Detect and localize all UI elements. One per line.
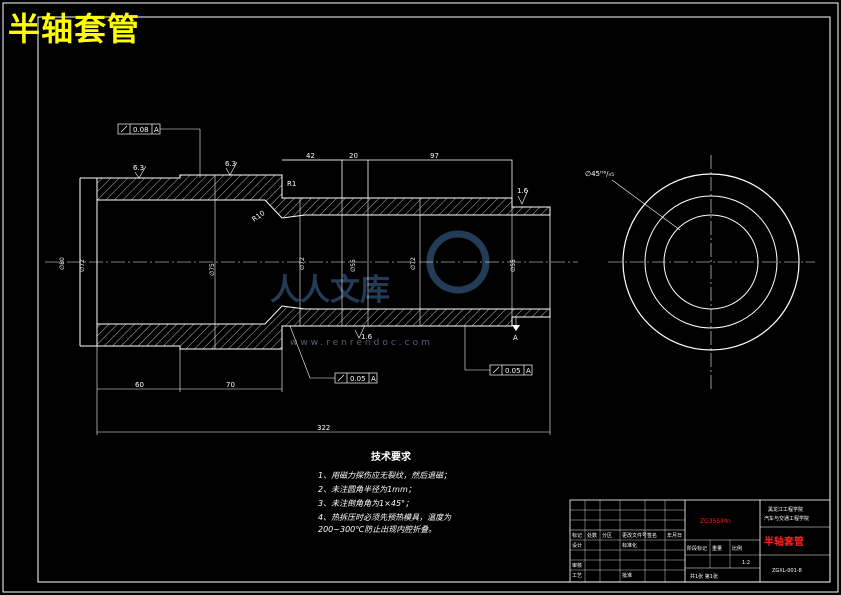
drawing-title: 半轴套管 xyxy=(8,10,141,48)
tb-label-mark: 标记 xyxy=(572,532,582,539)
tb-label-design: 设计 xyxy=(572,542,582,549)
dim-overall: 322 xyxy=(317,424,330,432)
tb-scale: 1:2 xyxy=(742,560,750,566)
tol-bl-datum: A xyxy=(371,375,376,383)
end-view: ∅45ᴴ⁶/ₙ₅ xyxy=(585,155,815,390)
tol-bl-value: 0.05 xyxy=(350,375,366,383)
tech-item-1: 1、用磁力探伤应无裂纹，然后退磁； xyxy=(318,471,451,480)
roughness-4: 1.6 xyxy=(361,333,373,341)
tb-label-date: 年月日 xyxy=(667,532,682,539)
tb-drawing-no: ZGXL-001-8 xyxy=(772,568,802,574)
tb-sheet: 共1张 第1张 xyxy=(690,573,718,580)
tech-requirements: 技术要求 1、用磁力探伤应无裂纹，然后退磁； 2、未注圆角半径为1mm； 3、未… xyxy=(318,450,452,534)
tb-school-2: 汽车与交通工程学院 xyxy=(764,515,809,522)
tb-label-change: 更改文件号 xyxy=(622,532,647,539)
dim-d3: ∅72 xyxy=(410,257,417,270)
section-view xyxy=(79,159,551,350)
tech-item-5: 200~300℃防止出现内腔折叠。 xyxy=(318,525,436,534)
inner-border xyxy=(37,16,831,583)
dim-d2: ∅55 xyxy=(350,259,357,272)
tb-label-standard: 标准化 xyxy=(622,542,637,549)
dim-bottom-70: 70 xyxy=(226,381,235,389)
tb-label-stage: 阶段标记 xyxy=(687,545,707,552)
watermark: 人人文库 www.renrendoc.com xyxy=(270,230,490,348)
roughness-1: 6.3 xyxy=(133,164,144,172)
tb-label-zone: 分区 xyxy=(602,532,612,539)
tech-item-3: 3、未注倒角角为1×45°； xyxy=(318,499,413,508)
tb-label-scale: 比例 xyxy=(732,545,742,552)
title-block: 标记 处数 分区 更改文件号 签名 年月日 设计 标准化 阶段标记 重量 比例 … xyxy=(569,499,831,583)
tb-material: ZG35SiMn xyxy=(700,518,731,525)
dim-bottom-60: 60 xyxy=(135,381,144,389)
tb-label-count: 处数 xyxy=(587,532,597,539)
dim-mid-bore: ∅75 xyxy=(209,263,216,276)
upper-wall xyxy=(96,174,551,219)
watermark-url: www.renrendoc.com xyxy=(290,338,433,348)
tol-top-value: 0.08 xyxy=(133,126,149,134)
diameter-labels: ∅80 ∅72 ∅75 ∅72 ∅55 ∅72 ∅55 xyxy=(59,257,517,276)
tb-label-review: 审核 xyxy=(572,562,582,569)
dim-r1: R1 xyxy=(287,180,296,188)
dim-left-bore: ∅72 xyxy=(79,259,86,272)
watermark-text: 人人文库 xyxy=(270,273,390,308)
tolerance-frame-top: 0.08 A xyxy=(117,123,201,178)
datum-marker: A xyxy=(512,317,520,342)
dim-r10: R10 xyxy=(251,209,267,223)
dim-left-outer: ∅80 xyxy=(59,257,66,270)
datum-label: A xyxy=(513,334,518,342)
dim-top-97: 97 xyxy=(430,152,439,160)
tol-br-value: 0.05 xyxy=(505,367,521,375)
tb-school-1: 黑龙江工程学院 xyxy=(768,506,803,513)
tb-label-weight: 重量 xyxy=(712,545,722,552)
tb-label-sign: 签名 xyxy=(647,532,657,539)
dim-top-42: 42 xyxy=(306,152,315,160)
roughness-marks: 6.3 6.3 1.6 1.6 xyxy=(133,160,529,341)
tol-top-datum: A xyxy=(154,126,159,134)
end-view-dim: ∅45ᴴ⁶/ₙ₅ xyxy=(585,170,614,178)
tolerance-frame-bottom-left: 0.05 A xyxy=(289,325,378,384)
dim-top-20: 20 xyxy=(349,152,358,160)
tech-item-4: 4、热拆压时必须先预热模具，温度为 xyxy=(318,513,452,522)
tech-item-2: 2、未注圆角半径为1mm； xyxy=(318,485,416,494)
roughness-3: 1.6 xyxy=(517,187,529,195)
tb-label-approve: 批准 xyxy=(622,572,632,579)
dim-d4: ∅55 xyxy=(510,259,517,272)
tb-part-name: 半轴套管 xyxy=(764,535,804,548)
roughness-2: 6.3 xyxy=(225,160,236,168)
dim-d1: ∅72 xyxy=(299,257,306,270)
tb-label-process: 工艺 xyxy=(572,573,582,579)
tech-title: 技术要求 xyxy=(371,450,412,463)
bottom-dimensions: 60 70 322 xyxy=(96,317,551,435)
lower-wall xyxy=(96,305,551,350)
tol-br-datum: A xyxy=(526,367,531,375)
tolerance-frame-bottom-right: 0.05 A xyxy=(464,326,533,376)
